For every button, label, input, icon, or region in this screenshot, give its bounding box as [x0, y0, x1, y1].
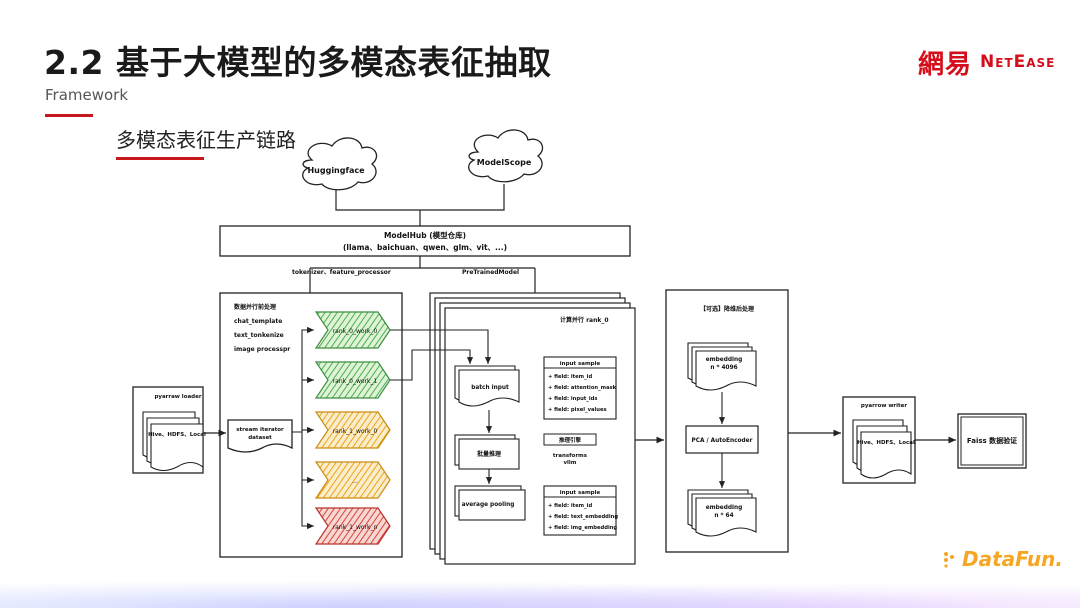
input-sample-title: input sample — [560, 361, 601, 367]
input-sample-field: + field: text_embedding — [548, 514, 618, 520]
stream-label-1: stream iterator — [236, 427, 284, 433]
writer-title: pyarrow writer — [861, 403, 907, 409]
writer-box: pyarrow writer Hive、HDFS、Local — [842, 396, 916, 484]
section-underline — [116, 157, 204, 160]
input-sample-field: + field: attention_mask — [548, 385, 617, 391]
input-sample-field: + field: item_id — [548, 374, 592, 380]
pca-box: PCA / AutoEncoder — [685, 425, 759, 454]
worker-label: rank_1_work_0 — [333, 428, 378, 435]
loader-box: pyarraw loader Hive、HDFS、Local — [132, 386, 206, 474]
embedding-out-line-2: n * 64 — [714, 513, 733, 519]
input-sample-field: + field: img_embedding — [548, 525, 617, 531]
bottom-gradient-decoration — [0, 578, 1080, 608]
arrow-worker-to-batch — [390, 329, 492, 364]
modelhub-connector — [309, 256, 536, 293]
embedding-in-box: embedding n * 4096 — [687, 342, 757, 391]
title-underline — [45, 114, 93, 117]
worker-chevron-yellow-0: rank_1_work_0 — [314, 411, 391, 449]
input-sample-table-1: input sample + field: item_id + field: a… — [543, 356, 617, 420]
stream-label-2: dataset — [248, 435, 272, 441]
average-pooling-box: average pooling — [454, 485, 526, 521]
faiss-box: Faiss 数据验证 — [957, 413, 1027, 469]
pca-label: PCA / AutoEncoder — [692, 438, 753, 444]
input-sample-title: input sample — [560, 490, 601, 496]
average-pooling-label: average pooling — [462, 502, 515, 508]
edge-label-tokenizer: tokenizer、feature_processor — [292, 269, 391, 276]
worker-label: rank_1_work_n — [333, 524, 378, 531]
netease-logo-en: NetEase — [980, 52, 1056, 72]
datafun-logo: DataFun. — [942, 547, 1063, 571]
compute-title: 计算并行 rank_0 — [560, 316, 609, 324]
datafun-logo-text: DataFun. — [962, 547, 1063, 571]
worker-chevron-green-0: rank_0_work_0 — [314, 311, 391, 349]
embedding-in-line-1: embedding — [706, 357, 743, 363]
input-sample-field: + field: item_id — [548, 503, 592, 509]
embedding-in-line-2: n * 4096 — [710, 365, 737, 371]
embedding-out-line-1: embedding — [706, 505, 743, 511]
cloud-modelscope: ModelScope — [468, 129, 544, 183]
writer-doc-label: Hive、HDFS、Local — [857, 440, 915, 446]
netease-logo-cn: 網易 — [918, 49, 973, 80]
input-sample-field: + field: pixel_values — [548, 407, 607, 413]
datafun-dots-icon — [942, 550, 960, 568]
section-heading: 多模态表征生产链路 — [116, 128, 296, 152]
postprocess-title: 【可选】降维后处理 — [700, 305, 754, 313]
batch-infer-label: 批量推理 — [477, 450, 501, 458]
engine-line-1: transforms — [553, 453, 588, 459]
batch-infer-box: 批量推理 — [454, 434, 520, 470]
worker-chevron-green-1: rank_0_work_1 — [314, 361, 391, 399]
preprocess-title: 数据并行前处理 — [234, 303, 276, 311]
engine-line-2: vllm — [563, 460, 576, 466]
stream-iterator-box: stream iterator dataset — [227, 419, 293, 453]
input-sample-table-2: input sample + field: item_id + field: t… — [543, 485, 618, 536]
worker-chevron-red: rank_1_work_n — [314, 507, 391, 545]
edge-label-pretrained: PreTrainedModel — [462, 269, 519, 276]
batch-input-label: batch input — [471, 385, 509, 391]
arrow-stream-to-worker — [292, 326, 314, 433]
modelhub-models: (llama、baichuan、qwen、glm、vit、...) — [343, 243, 507, 252]
page-title: 2.2 基于大模型的多模态表征抽取 — [44, 43, 552, 82]
worker-label: rank_0_work_0 — [333, 328, 378, 335]
worker-chevron-yellow-1: ... — [314, 461, 391, 499]
cloud-huggingface-label: Huggingface — [307, 166, 365, 175]
arrow-stream-to-worker — [301, 480, 314, 530]
worker-label: ... — [352, 478, 358, 485]
preprocess-item: chat_template — [234, 318, 282, 325]
worker-label: rank_0_work_1 — [333, 378, 378, 385]
modelhub-title: ModelHub (模型仓库) — [384, 230, 466, 240]
netease-logo: 網易 NetEase — [918, 46, 1056, 80]
faiss-label: Faiss 数据验证 — [967, 436, 1017, 445]
arrow-worker1-to-batch — [390, 349, 474, 381]
engine-title: 推理引擎 — [559, 436, 582, 444]
page-subtitle: Framework — [45, 86, 129, 104]
embedding-out-box: embedding n * 64 — [687, 489, 757, 537]
loader-doc-label: Hive、HDFS、Local — [148, 432, 206, 438]
preprocess-item: text_tonkenize — [234, 332, 284, 339]
modelhub-box: ModelHub (模型仓库) (llama、baichuan、qwen、glm… — [219, 225, 631, 257]
cloud-connector — [335, 184, 505, 226]
loader-title: pyarraw loader — [154, 394, 201, 400]
cloud-huggingface: Huggingface — [302, 137, 378, 191]
inference-engine-box: 推理引擎 transforms vllm — [543, 433, 597, 466]
input-sample-field: + field: input_ids — [548, 396, 597, 402]
batch-input-box: batch input — [454, 365, 520, 407]
preprocess-item: image processpr — [234, 346, 290, 353]
cloud-modelscope-label: ModelScope — [477, 158, 532, 167]
